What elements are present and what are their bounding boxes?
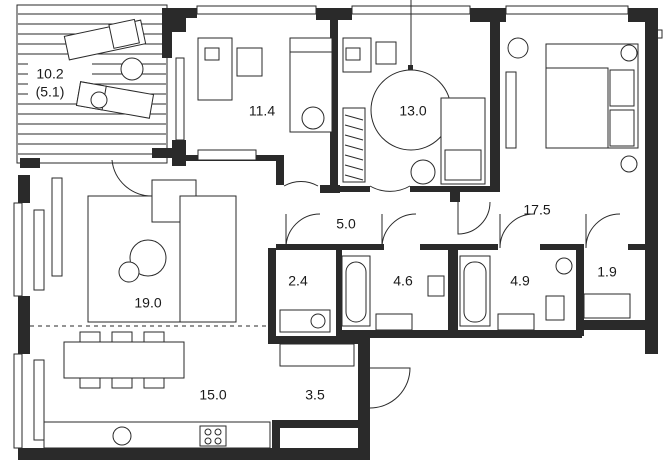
bedroom-master-furniture: [505, 37, 639, 173]
room-label-storage: 2.4: [288, 273, 308, 289]
area-labels: 10.2 (5.1) 11.4 13.0 17.5 5.0 2.4 4.6 4.…: [36, 66, 617, 403]
room-label-entrance: 3.5: [305, 387, 325, 403]
room-sublabel-balcony: (5.1): [36, 84, 65, 100]
bathroom-2-fixtures: [459, 255, 573, 331]
room-label-bedroom-middle: 13.0: [399, 103, 426, 119]
balcony-stool: [90, 91, 108, 109]
room-label-kitchen-dining: 15.0: [199, 387, 226, 403]
room-label-hall: 5.0: [336, 216, 356, 232]
sun-lounger-top: [63, 18, 147, 61]
closet-hatch: [279, 293, 631, 367]
doors: [111, 159, 621, 409]
storage-fixtures: [279, 309, 331, 333]
room-label-closet: 1.9: [597, 264, 617, 280]
room-label-bedroom-small: 11.4: [249, 103, 275, 119]
walls: [18, 8, 658, 460]
bedroom-small-furniture: [197, 37, 333, 161]
bedroom-middle-furniture: [342, 0, 486, 185]
room-label-living-room: 19.0: [134, 295, 161, 311]
bathroom-1-fixtures: [341, 255, 445, 331]
living-room-furniture: [33, 177, 237, 323]
room-label-bathroom-1: 4.6: [393, 273, 413, 289]
room-label-bedroom-master: 17.5: [523, 202, 550, 218]
room-label-balcony: 10.2: [36, 66, 63, 82]
wardrobe-hatch: [344, 114, 364, 181]
room-label-bathroom-2: 4.9: [510, 273, 530, 289]
balcony-side-table: [120, 57, 144, 81]
balcony-area: [16, 4, 168, 164]
kitchen-dining-furniture: [30, 325, 271, 449]
